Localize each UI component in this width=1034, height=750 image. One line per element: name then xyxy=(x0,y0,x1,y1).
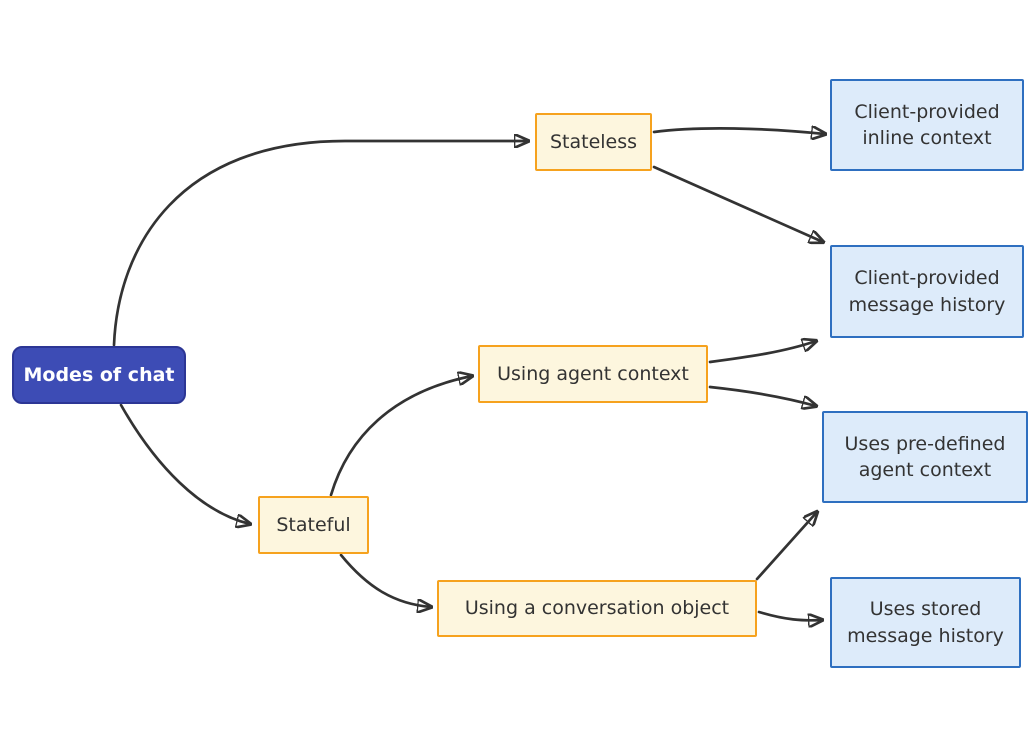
node-modes-of-chat: Modes of chat xyxy=(12,346,186,404)
edge-using-conversation-object-to-stored-message-history xyxy=(757,610,822,620)
edge-root-to-stateless xyxy=(112,141,528,347)
node-client-provided-message-history-label: Client-provided message history xyxy=(848,267,1006,316)
node-stateful-label: Stateful xyxy=(276,513,351,536)
node-using-agent-context-label: Using agent context xyxy=(497,362,689,385)
node-stateful: Stateful xyxy=(258,496,369,554)
node-client-provided-message-history: Client-provided message history xyxy=(830,245,1024,338)
node-using-conversation-object: Using a conversation object xyxy=(437,580,757,637)
edge-stateful-to-using-agent-context xyxy=(329,376,472,497)
node-modes-of-chat-label: Modes of chat xyxy=(23,363,175,386)
node-using-agent-context: Using agent context xyxy=(478,345,708,403)
node-stateless: Stateless xyxy=(535,113,652,171)
edge-using-conversation-object-to-predefined-agent-context xyxy=(755,512,817,581)
node-client-provided-inline-context-label: Client-provided inline context xyxy=(854,100,1000,149)
edge-using-agent-context-to-message-history xyxy=(708,341,816,364)
edge-stateless-to-message-history xyxy=(652,165,823,242)
node-uses-predefined-agent-context-label: Uses pre-defined agent context xyxy=(844,432,1006,481)
node-uses-stored-message-history-label: Uses stored message history xyxy=(847,598,1004,647)
node-uses-predefined-agent-context: Uses pre-defined agent context xyxy=(822,411,1028,503)
node-stateless-label: Stateless xyxy=(549,130,638,153)
node-client-provided-inline-context: Client-provided inline context xyxy=(830,79,1024,171)
edge-stateful-to-using-conversation-object xyxy=(339,553,431,607)
edge-stateless-to-inline-context xyxy=(652,128,825,134)
node-using-conversation-object-label: Using a conversation object xyxy=(464,597,730,620)
edge-using-agent-context-to-predefined-agent-context xyxy=(708,385,816,406)
node-uses-stored-message-history: Uses stored message history xyxy=(830,577,1021,668)
edge-root-to-stateful xyxy=(119,403,250,524)
